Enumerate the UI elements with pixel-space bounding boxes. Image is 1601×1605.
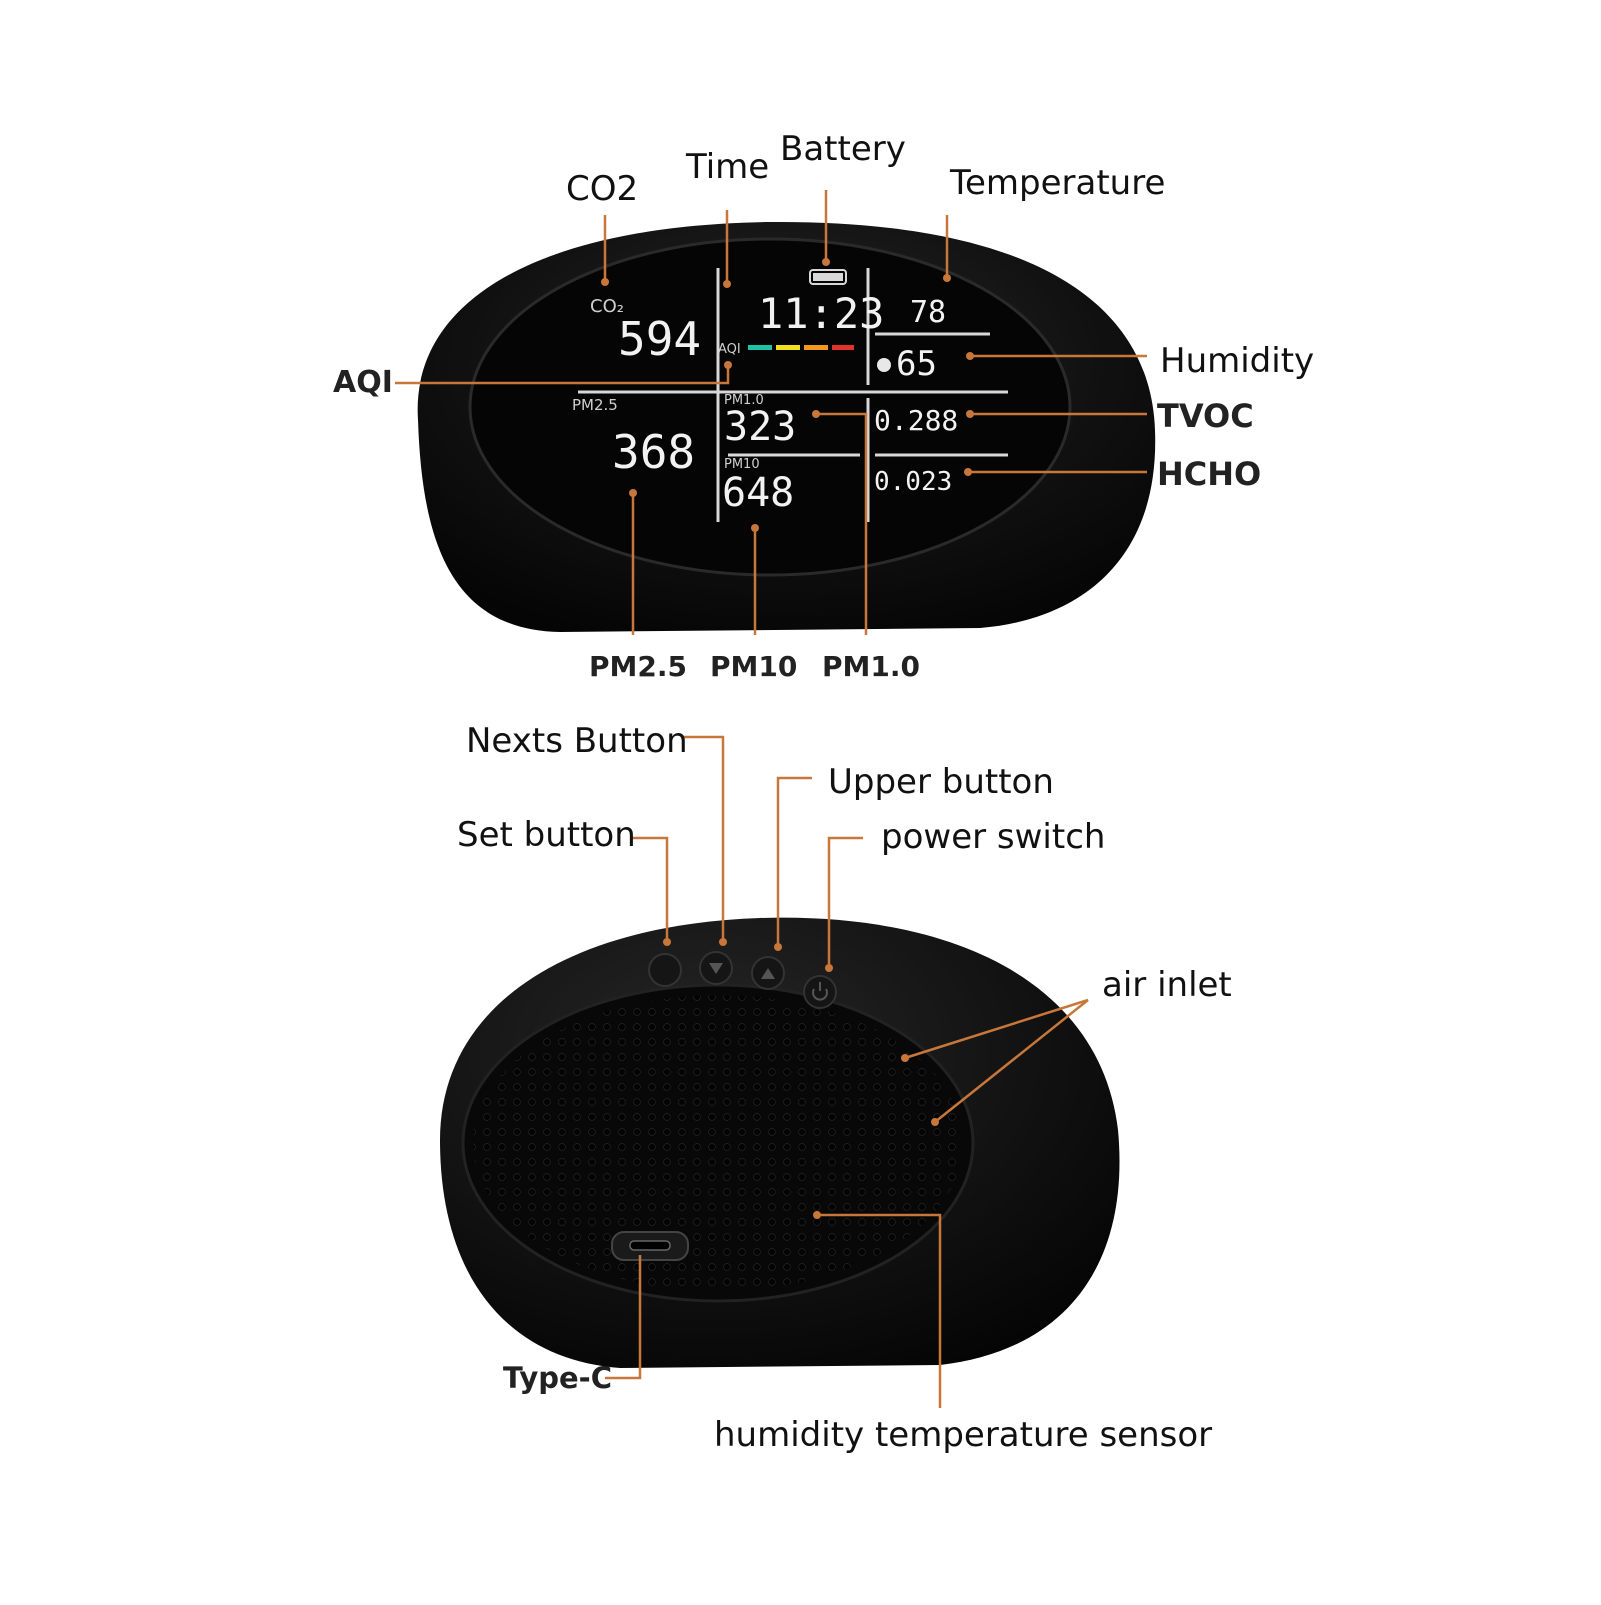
- leader-power-switch: [827, 836, 863, 966]
- power-switch[interactable]: [803, 975, 837, 1009]
- leader-set-button: [630, 836, 669, 940]
- air-inlet-grille: [473, 995, 963, 1291]
- screen-dividers: [578, 268, 1008, 522]
- callout-hcho: HCHO: [1157, 455, 1262, 493]
- aqi-bar-segment: [748, 345, 772, 350]
- leader-type-c: [605, 1255, 642, 1380]
- callout-tvoc: TVOC: [1157, 397, 1254, 435]
- leader-lines: [395, 190, 1147, 1408]
- callout-temperature: Temperature: [950, 163, 1166, 203]
- pm25-tag: PM2.5: [572, 396, 618, 414]
- leader-air-inlet-2: [934, 999, 1089, 1123]
- hcho-reading: 0.023: [874, 467, 952, 497]
- callout-type-c: Type-C: [503, 1361, 612, 1395]
- pm1-reading: 323: [724, 404, 796, 450]
- leader-upper-button: [776, 776, 812, 945]
- leader-air-inlet-1: [904, 998, 1089, 1060]
- pm1-tag: PM1.0: [724, 393, 764, 408]
- callout-battery: Battery: [780, 129, 906, 169]
- tvoc-reading: 0.288: [874, 404, 958, 437]
- battery-icon: [809, 269, 847, 285]
- callout-time: Time: [686, 147, 770, 187]
- callout-pm1: PM1.0: [822, 650, 920, 683]
- button-row: [648, 951, 837, 1009]
- bottom-device: [440, 917, 1120, 1368]
- top-device: CO₂ 594 11:23 78 65 AQI PM2.5 368 PM1.0 …: [417, 221, 1156, 633]
- pm10-tag: PM10: [724, 457, 760, 472]
- callout-nexts-button: Nexts Button: [466, 721, 688, 761]
- power-icon: [812, 988, 828, 1001]
- pm25-reading: 368: [612, 425, 695, 479]
- callout-pm10: PM10: [710, 650, 798, 683]
- leader-pm1: [816, 412, 868, 635]
- leader-aqi: [395, 365, 730, 385]
- leader-nexts-button: [684, 735, 725, 940]
- callout-humidity: Humidity: [1160, 341, 1315, 381]
- temperature-reading: 78: [910, 295, 946, 330]
- humidity-reading: 65: [896, 344, 937, 384]
- battery-level: [813, 273, 843, 281]
- aqi-bar-segment: [804, 345, 828, 350]
- callout-aqi: AQI: [333, 365, 393, 400]
- callout-power-switch: power switch: [881, 817, 1106, 857]
- pm10-reading: 648: [722, 470, 794, 516]
- callout-air-inlet: air inlet: [1102, 965, 1232, 1005]
- callout-co2: CO2: [566, 169, 639, 209]
- leader-endpoints: [601, 258, 974, 1219]
- aqi-bar-segment: [776, 345, 800, 350]
- co2-reading: 594: [618, 312, 701, 366]
- top-device-screen: [468, 237, 1072, 577]
- type-c-socket: [629, 1240, 671, 1251]
- callout-pm25: PM2.5: [589, 650, 687, 683]
- aqi-bar-segment: [832, 345, 854, 350]
- callout-humidity-temperature-sensor: humidity temperature sensor: [714, 1415, 1213, 1455]
- down-arrow-icon: [709, 963, 723, 974]
- humidity-drop-icon: [877, 358, 891, 372]
- time-reading: 11:23: [758, 289, 884, 338]
- co2-icon: CO₂: [590, 296, 624, 317]
- up-arrow-icon: [761, 968, 775, 979]
- callout-set-button: Set button: [457, 815, 636, 855]
- leader-humidity-temperature-sensor: [817, 1213, 942, 1408]
- set-button[interactable]: [648, 953, 682, 987]
- callout-upper-button: Upper button: [828, 762, 1054, 802]
- aqi-tag: AQI: [718, 342, 741, 357]
